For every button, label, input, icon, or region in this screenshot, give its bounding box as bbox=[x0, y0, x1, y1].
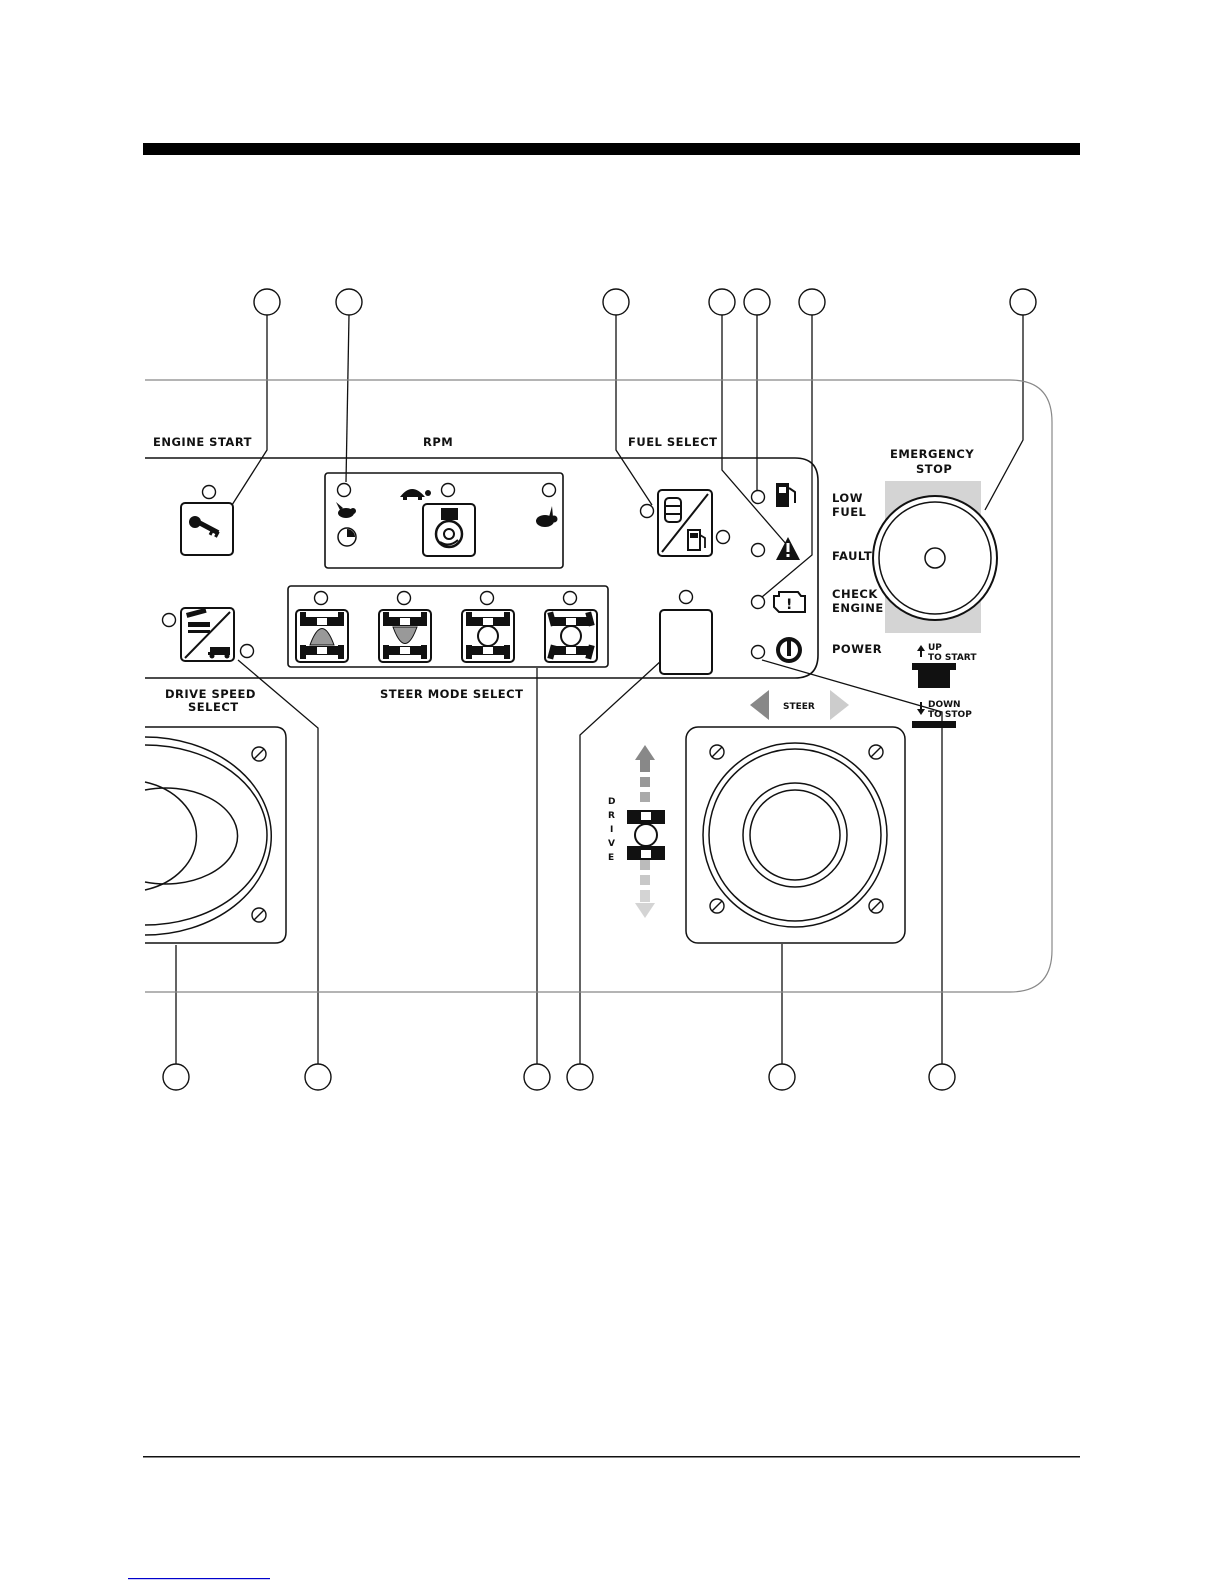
callout-bottom-4 bbox=[567, 1064, 593, 1090]
steer-mode-select-label: STEER MODE SELECT bbox=[380, 687, 523, 701]
steer-mode-led bbox=[564, 592, 577, 605]
steer-label: STEER bbox=[783, 702, 815, 712]
footer-link-underline bbox=[128, 1578, 270, 1579]
steer-mode-led bbox=[398, 592, 411, 605]
screw-icon bbox=[869, 899, 883, 913]
rpm-mid-button[interactable] bbox=[423, 484, 475, 557]
steer-joystick-right[interactable] bbox=[686, 727, 905, 943]
callout-top-5 bbox=[744, 289, 770, 315]
drive-letter-r: R bbox=[608, 811, 615, 821]
up-label-2: TO START bbox=[928, 653, 977, 663]
check-engine-label-1: CHECK bbox=[832, 587, 878, 601]
low-fuel-label-2: FUEL bbox=[832, 505, 867, 519]
power-icon bbox=[776, 637, 802, 663]
rpm-low-led bbox=[338, 484, 351, 497]
drive-letter-d: D bbox=[608, 797, 615, 807]
callout-top-6 bbox=[799, 289, 825, 315]
rpm-high-led bbox=[543, 484, 556, 497]
emergency-label-1: EMERGENCY bbox=[890, 447, 974, 461]
idle-gauge-icon bbox=[338, 528, 356, 546]
header-rule bbox=[143, 143, 1080, 155]
fuel-led-diesel bbox=[717, 531, 730, 544]
warning-triangle-icon bbox=[776, 537, 800, 560]
engine-start-led bbox=[203, 486, 216, 499]
estop-instructions: UP TO START DOWN TO STOP bbox=[912, 643, 977, 728]
rpm-mid-led bbox=[442, 484, 455, 497]
steer-mode-button-1[interactable] bbox=[296, 592, 348, 663]
drive-speed-label-1: DRIVE SPEED bbox=[165, 687, 256, 701]
screw-icon bbox=[252, 747, 266, 761]
rabbit-icon bbox=[336, 502, 356, 518]
screw-icon bbox=[710, 899, 724, 913]
emergency-stop-button[interactable] bbox=[873, 496, 997, 620]
down-label-1: DOWN bbox=[928, 700, 961, 710]
check-engine-indicator: ! bbox=[752, 592, 806, 613]
joystick-enable-button[interactable] bbox=[660, 591, 712, 675]
callout-top-7 bbox=[1010, 289, 1036, 315]
callout-top-1 bbox=[254, 289, 280, 315]
drive-letter-i: I bbox=[610, 825, 613, 835]
vehicle-icon bbox=[627, 810, 665, 860]
engine-start-label: ENGINE START bbox=[153, 435, 252, 449]
drive-letter-v: V bbox=[608, 839, 615, 849]
steer-mode-led bbox=[315, 592, 328, 605]
check-engine-label-2: ENGINE bbox=[832, 601, 884, 615]
svg-text:!: ! bbox=[786, 597, 792, 613]
rpm-high-option[interactable] bbox=[536, 484, 558, 528]
low-fuel-indicator bbox=[752, 483, 796, 507]
engine-start-button[interactable] bbox=[181, 486, 233, 556]
fault-label: FAULT bbox=[832, 549, 872, 563]
fault-indicator bbox=[752, 537, 801, 560]
turtle-icon bbox=[400, 489, 431, 500]
steer-mode-group bbox=[296, 592, 597, 663]
drive-letter-e: E bbox=[608, 853, 614, 863]
callout-bottom-6 bbox=[929, 1064, 955, 1090]
steer-mode-button-2[interactable] bbox=[379, 592, 431, 663]
steer-arrows: STEER bbox=[750, 690, 849, 720]
joystick-enable-led bbox=[680, 591, 693, 604]
callout-bottom-5 bbox=[769, 1064, 795, 1090]
estop-knob-down bbox=[912, 721, 956, 728]
footer-rule bbox=[143, 1456, 1080, 1458]
screw-icon bbox=[252, 908, 266, 922]
steer-mode-led bbox=[481, 592, 494, 605]
callout-top-3 bbox=[603, 289, 629, 315]
up-label-1: UP bbox=[928, 643, 942, 653]
check-engine-icon: ! bbox=[774, 592, 805, 613]
drive-direction-indicator: D R I V E bbox=[608, 745, 665, 918]
fuel-pump-icon bbox=[776, 483, 795, 507]
rpm-label: RPM bbox=[423, 435, 453, 449]
emergency-label-2: STOP bbox=[916, 462, 952, 476]
screw-icon bbox=[710, 745, 724, 759]
fuel-led-gas bbox=[641, 505, 654, 518]
callout-top-2 bbox=[336, 289, 362, 315]
power-label: POWER bbox=[832, 642, 882, 656]
screw-icon bbox=[869, 745, 883, 759]
drive-speed-led-high bbox=[163, 614, 176, 627]
callout-bottom-3 bbox=[524, 1064, 550, 1090]
rabbit-icon bbox=[536, 506, 558, 527]
fuel-select-label: FUEL SELECT bbox=[628, 435, 718, 449]
drive-speed-label-2: SELECT bbox=[188, 700, 239, 714]
down-label-2: TO STOP bbox=[928, 710, 972, 720]
fuel-select-button[interactable] bbox=[641, 490, 730, 556]
callout-top-4 bbox=[709, 289, 735, 315]
drive-speed-button[interactable] bbox=[163, 608, 254, 661]
low-fuel-label-1: LOW bbox=[832, 491, 863, 505]
steer-mode-button-4[interactable] bbox=[545, 592, 597, 663]
callout-bottom-1 bbox=[163, 1064, 189, 1090]
steer-mode-button-3[interactable] bbox=[462, 592, 514, 663]
callout-bottom-2 bbox=[305, 1064, 331, 1090]
drive-joystick-left[interactable] bbox=[145, 727, 286, 943]
rpm-low-option[interactable] bbox=[336, 484, 356, 547]
drive-speed-led-low bbox=[241, 645, 254, 658]
power-indicator bbox=[752, 637, 803, 663]
estop-knob-up bbox=[912, 663, 956, 670]
